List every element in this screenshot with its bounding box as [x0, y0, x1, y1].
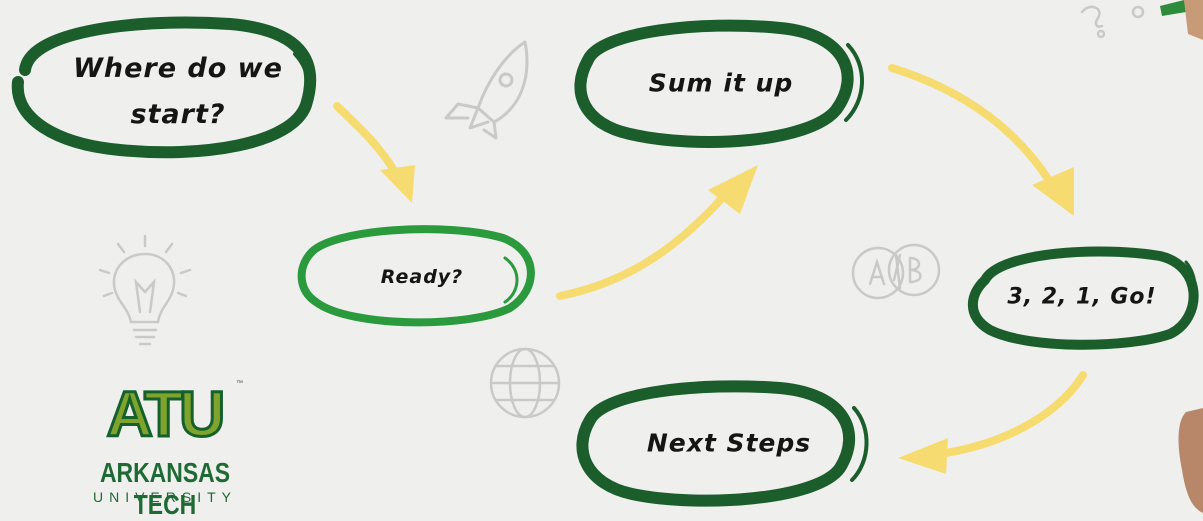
arrow-sum-to-go [888, 64, 1074, 216]
node-oval-go [968, 246, 1199, 350]
atu-logo-trademark: ™ [236, 380, 243, 387]
node-label-go: 3, 2, 1, Go! [1007, 284, 1157, 310]
globe-icon [489, 347, 561, 419]
node-label-ready: Ready? [380, 266, 464, 288]
arrow-go-to-next [898, 371, 1087, 474]
node-label-sum: Sum it up [648, 68, 794, 98]
rocket-icon [444, 40, 529, 140]
node-oval-sum [574, 19, 864, 148]
sketch-doodle-icon [1080, 5, 1145, 39]
node-oval-ready [297, 225, 535, 327]
arrow-start-to-ready [333, 102, 415, 203]
node-label-start: Where do we start? [73, 53, 283, 130]
node-label-next: Next Steps [646, 428, 812, 458]
atu-logo-subtitle: UNIVERSITY [92, 489, 237, 505]
lightbulb-icon [98, 234, 192, 346]
marker-pen-icon [1160, 0, 1203, 40]
venn-ab-icon [851, 243, 941, 300]
arrow-ready-to-sum [556, 165, 758, 300]
node-oval-start [11, 16, 317, 159]
node-oval-next [576, 380, 869, 507]
hand-icon [1178, 408, 1203, 513]
atu-logo-mark: ATU [105, 378, 227, 450]
flow-arrows [333, 64, 1087, 474]
